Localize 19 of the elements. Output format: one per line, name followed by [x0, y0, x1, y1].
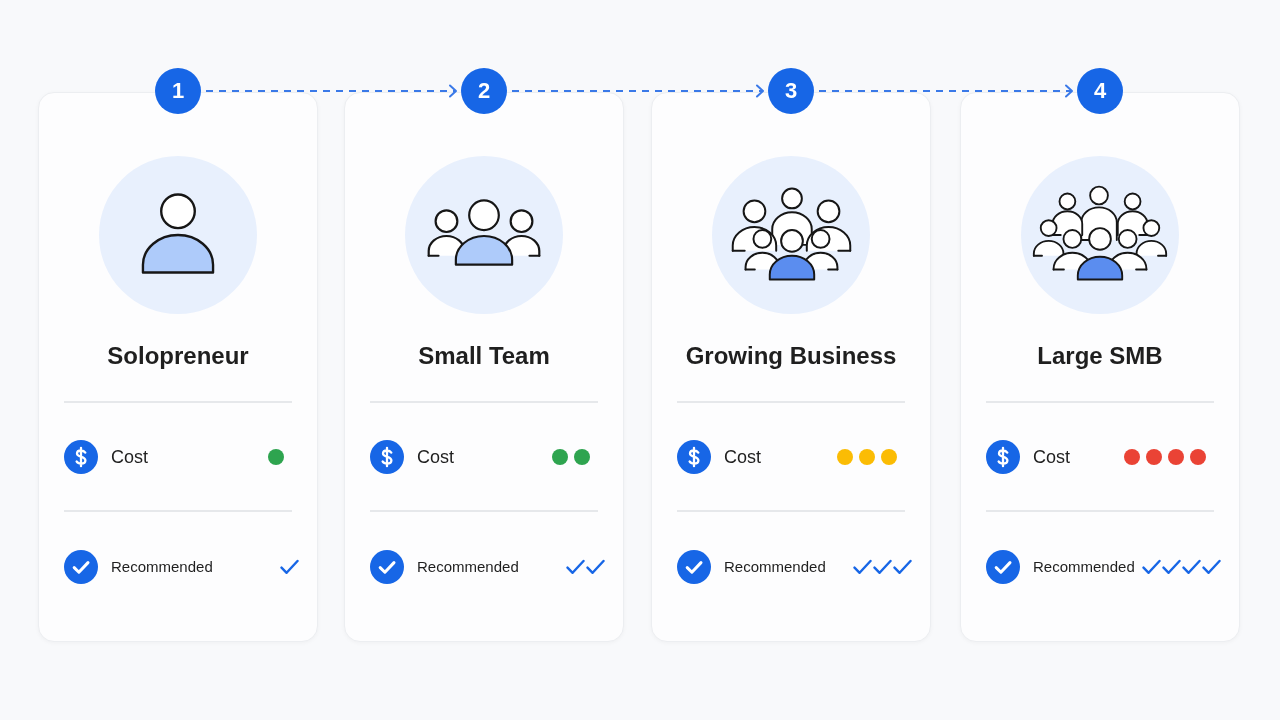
card-title: Solopreneur	[107, 341, 249, 371]
step-number: 1	[155, 68, 201, 114]
recommended-label: Recommended	[1033, 556, 1135, 577]
recommended-label: Recommended	[417, 556, 519, 577]
cost-label: Cost	[111, 445, 148, 469]
cost-label: Cost	[724, 445, 761, 469]
cost-label: Cost	[1033, 445, 1070, 469]
dashed-arrow	[818, 84, 1073, 98]
dashed-arrow	[511, 84, 764, 98]
dashed-arrow	[205, 84, 457, 98]
recommended-label: Recommended	[724, 556, 826, 577]
step-number: 2	[461, 68, 507, 114]
card-title: Small Team	[418, 341, 550, 371]
cost-label: Cost	[417, 445, 454, 469]
step-number: 3	[768, 68, 814, 114]
card-title: Large SMB	[1037, 341, 1163, 371]
card-title: Growing Business	[685, 341, 897, 371]
step-number: 4	[1077, 68, 1123, 114]
recommended-label: Recommended	[111, 556, 213, 577]
